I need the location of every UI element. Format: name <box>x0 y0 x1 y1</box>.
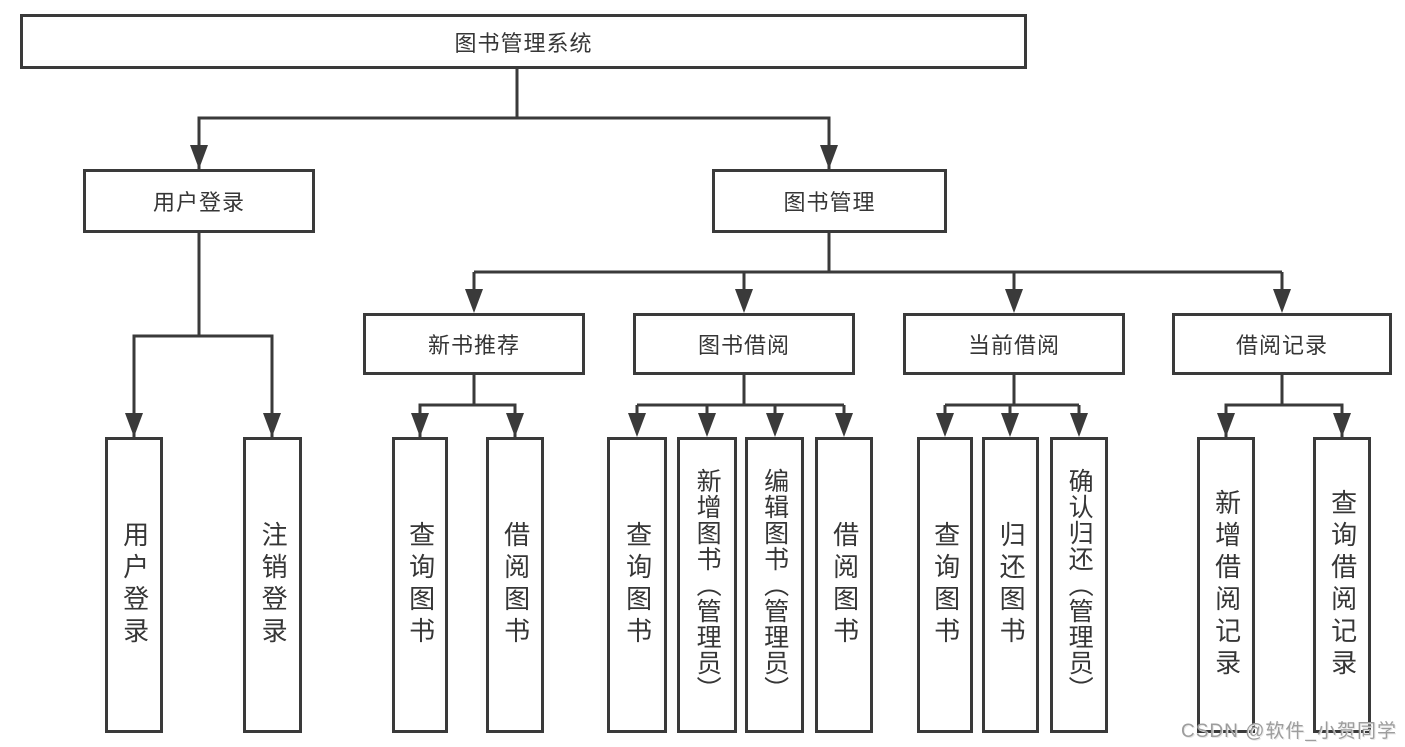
node-label: 归还图书 <box>996 521 1027 649</box>
leaf-return-books: 归还图书 <box>982 437 1039 733</box>
leaf-query-borrow-record: 查询借阅记录 <box>1313 437 1371 733</box>
leaf-logout: 注销登录 <box>243 437 302 733</box>
leaf-edit-books-admin: 编辑图书（管理员） <box>745 437 804 733</box>
node-book-borrowing: 图书借阅 <box>633 313 855 375</box>
leaf-confirm-return-admin: 确认归还（管理员） <box>1050 437 1108 733</box>
node-label: 查询图书 <box>622 521 653 649</box>
node-label: 新增借阅记录 <box>1211 489 1242 681</box>
node-label: 用户登录 <box>152 190 245 215</box>
leaf-user-login: 用户登录 <box>105 437 163 733</box>
node-label: 编辑图书（管理员） <box>760 468 789 702</box>
node-library-management-system: 图书管理系统 <box>20 14 1027 69</box>
node-label: 查询借阅记录 <box>1327 489 1358 681</box>
node-user-login: 用户登录 <box>83 169 315 233</box>
node-label: 当前借阅 <box>967 333 1060 358</box>
node-label: 图书借阅 <box>697 333 790 358</box>
leaf-query-books-1: 查询图书 <box>392 437 448 733</box>
node-label: 查询图书 <box>930 521 961 649</box>
node-current-borrowing: 当前借阅 <box>903 313 1125 375</box>
node-label: 新增图书（管理员） <box>693 468 722 702</box>
node-label: 图书管理系统 <box>454 30 593 56</box>
csdn-watermark: CSDN @软件_小贺同学 <box>1181 721 1397 742</box>
node-label: 借阅图书 <box>829 521 860 649</box>
node-label: 借阅记录 <box>1235 333 1328 358</box>
node-new-book-recommend: 新书推荐 <box>363 313 585 375</box>
node-label: 新书推荐 <box>427 333 520 358</box>
leaf-borrow-books-2: 借阅图书 <box>815 437 873 733</box>
leaf-borrow-books-1: 借阅图书 <box>486 437 544 733</box>
node-label: 查询图书 <box>405 521 436 649</box>
node-label: 图书管理 <box>783 190 876 215</box>
leaf-query-books-3: 查询图书 <box>917 437 973 733</box>
node-borrowing-records: 借阅记录 <box>1172 313 1392 375</box>
node-book-management: 图书管理 <box>712 169 947 233</box>
node-label: 借阅图书 <box>500 521 531 649</box>
node-label: 确认归还（管理员） <box>1065 468 1094 702</box>
node-label: 用户登录 <box>119 521 150 649</box>
leaf-add-borrow-record: 新增借阅记录 <box>1197 437 1255 733</box>
leaf-add-books-admin: 新增图书（管理员） <box>677 437 737 733</box>
leaf-query-books-2: 查询图书 <box>607 437 667 733</box>
node-label: 注销登录 <box>258 521 289 649</box>
